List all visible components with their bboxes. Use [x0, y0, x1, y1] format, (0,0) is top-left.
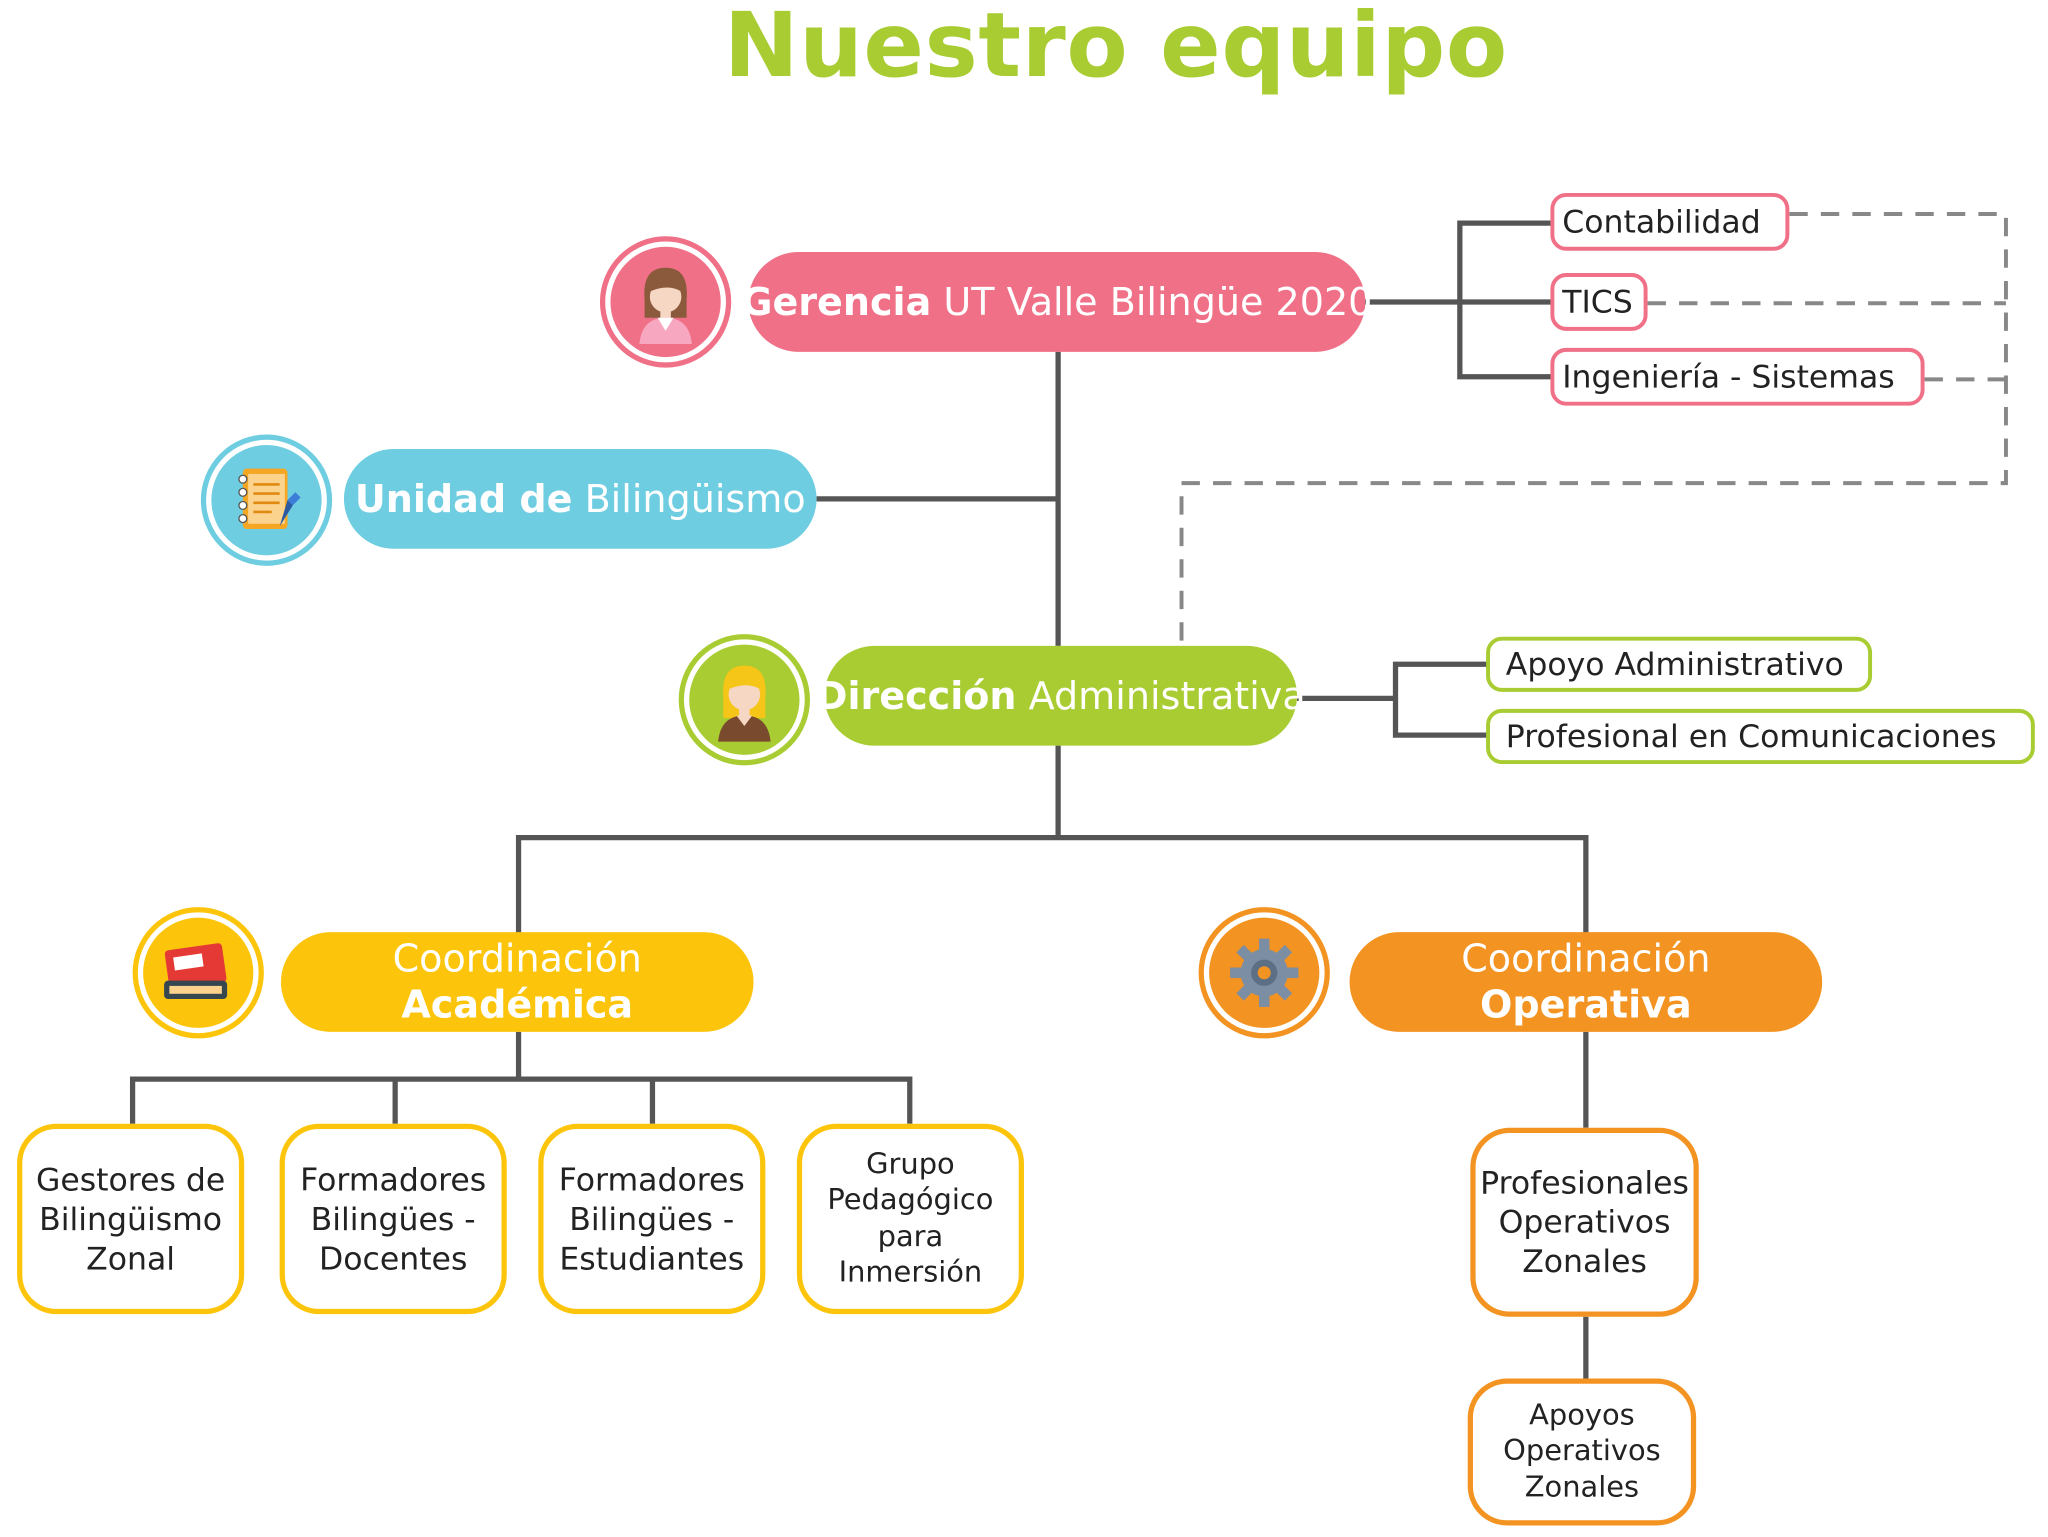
notebook-icon	[238, 468, 301, 530]
direccion-avatar	[678, 634, 810, 766]
direccion-label: Administrativa	[1028, 672, 1306, 718]
coord-operativa-node: Coordinación Operativa	[1349, 932, 1823, 1032]
team-profesionales-operativos: Profesionales Operativos Zonales	[1470, 1127, 1699, 1317]
support-contabilidad: Contabilidad	[1550, 192, 1790, 251]
support-profesional-comunicaciones: Profesional en Comunicaciones	[1486, 708, 2035, 765]
unidad-label: Bilingüismo	[584, 476, 806, 521]
support-ingenieria-sistemas: Ingeniería - Sistemas	[1550, 347, 1925, 406]
coord-academica-line1: Coordinación	[392, 936, 642, 981]
coord-operativa-line1: Coordinación	[1461, 936, 1711, 981]
coord-academica-line2: Académica	[401, 981, 634, 1027]
academica-avatar	[132, 907, 264, 1039]
gerencia-avatar	[599, 236, 732, 368]
books-icon	[164, 943, 228, 1000]
gerencia-label: UT Valle Bilingüe 2020	[943, 279, 1373, 324]
blonde-woman-avatar-icon	[718, 665, 771, 742]
team-apoyos-operativos: Apoyos Operativos Zonales	[1467, 1378, 1697, 1526]
team-formadores-estudiantes: Formadores Bilingües - Estudiantes	[538, 1123, 766, 1315]
direccion-node: Dirección Administrativa	[816, 645, 1306, 746]
support-tics: TICS	[1550, 273, 1648, 331]
unidad-avatar	[200, 434, 333, 566]
gerencia-bold: Gerencia	[741, 279, 932, 324]
unidad-node: Unidad de Bilingüismo	[343, 448, 817, 549]
unidad-bold: Unidad de	[354, 476, 573, 521]
coord-operativa-line2: Operativa	[1480, 981, 1692, 1027]
team-grupo-pedagogico: Grupo Pedagógico para Inmersión	[796, 1123, 1024, 1315]
operativa-avatar	[1198, 907, 1330, 1039]
team-gestores-bilinguismo: Gestores de Bilingüismo Zonal	[17, 1123, 245, 1315]
woman-avatar-icon	[639, 267, 692, 344]
coord-academica-node: Coordinación Académica	[280, 932, 754, 1032]
gerencia-node: Gerencia UT Valle Bilingüe 2020	[741, 252, 1372, 352]
support-apoyo-administrativo: Apoyo Administrativo	[1486, 636, 1873, 692]
gear-icon	[1230, 938, 1299, 1007]
team-formadores-docentes: Formadores Bilingües - Docentes	[279, 1123, 507, 1315]
page-title: Nuestro equipo	[723, 0, 1508, 99]
direccion-bold: Dirección	[815, 672, 1017, 718]
